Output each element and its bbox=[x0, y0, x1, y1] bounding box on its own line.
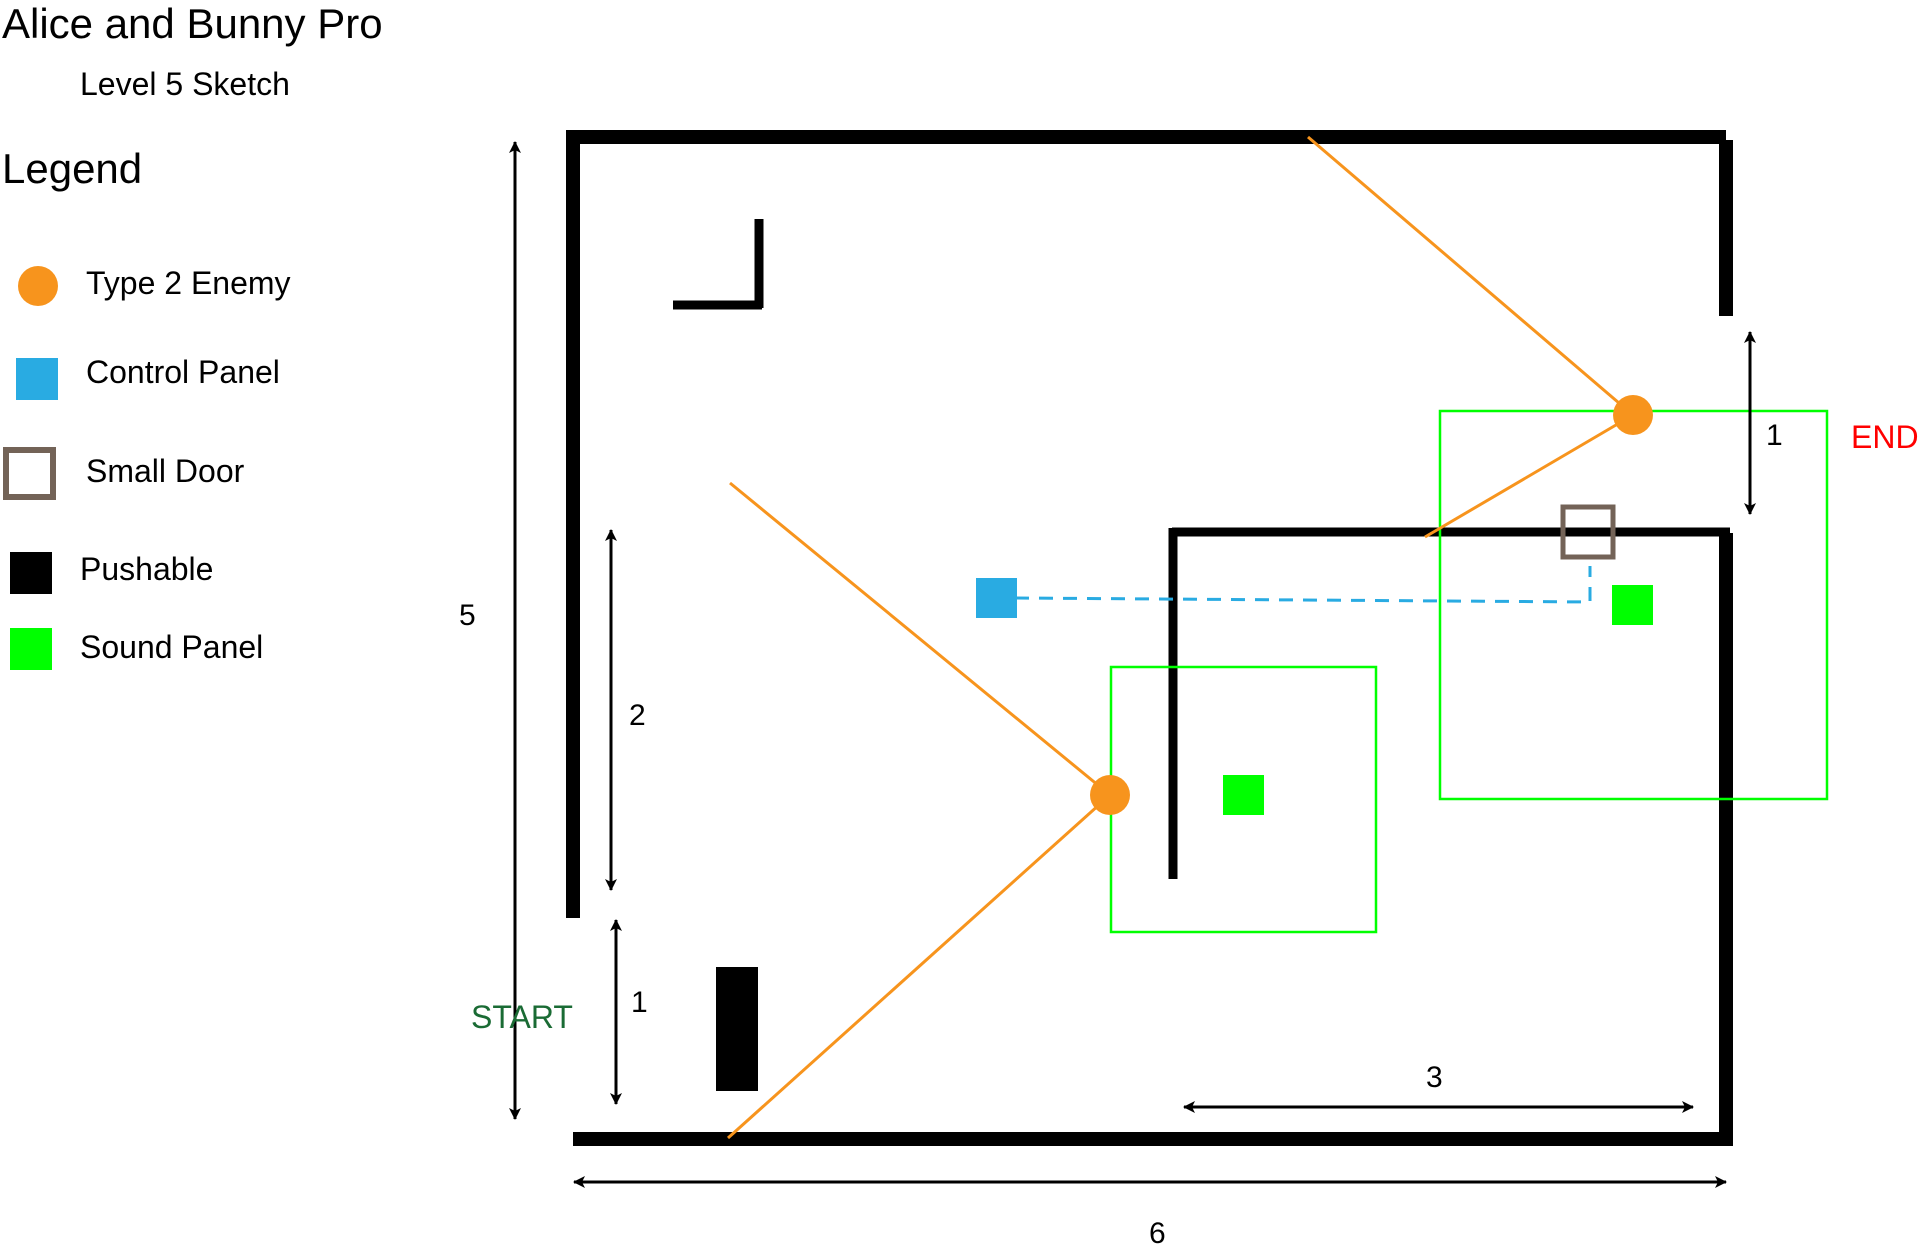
small-door-icon bbox=[3, 447, 56, 500]
end-label: END bbox=[1851, 419, 1919, 455]
legend-label-pushable: Pushable bbox=[80, 551, 214, 587]
walls bbox=[566, 130, 1733, 1146]
page-title: Alice and Bunny Pro bbox=[2, 0, 383, 47]
sight-line bbox=[1424, 413, 1634, 539]
legend-label-control-panel: Control Panel bbox=[86, 354, 280, 390]
enemy-type2 bbox=[1090, 775, 1130, 815]
inner-walls bbox=[673, 219, 1730, 879]
sight-line bbox=[726, 793, 1112, 1140]
legend-label-sound-panel: Sound Panel bbox=[80, 629, 264, 665]
small-door bbox=[1560, 504, 1616, 560]
start-label: START bbox=[471, 999, 573, 1035]
dimension-label-height: 5 bbox=[459, 599, 476, 632]
legend-icons bbox=[3, 266, 58, 670]
page-subtitle: Level 5 Sketch bbox=[80, 66, 290, 102]
enemy-sight-lines bbox=[726, 135, 1634, 1140]
sight-line bbox=[729, 481, 1111, 797]
enemy-type2 bbox=[1613, 395, 1653, 435]
dimension-label-width: 6 bbox=[1149, 1217, 1166, 1250]
dimension-label-gap-lower: 1 bbox=[631, 986, 648, 1019]
dimension-label-bottom-inner: 3 bbox=[1426, 1061, 1443, 1094]
enemy-circle-icon bbox=[18, 266, 58, 306]
dimension-label-right-gap: 1 bbox=[1766, 419, 1783, 452]
sound-panel bbox=[1612, 585, 1653, 625]
control-panel-link bbox=[1014, 566, 1592, 604]
sight-line bbox=[1307, 135, 1634, 417]
dimension-label-gap-upper: 2 bbox=[629, 699, 646, 732]
control-panel-icon bbox=[16, 358, 58, 400]
legend-label-small-door: Small Door bbox=[86, 453, 245, 489]
legend-heading: Legend bbox=[2, 145, 143, 192]
sound-panel-icon bbox=[10, 628, 52, 670]
control-panel bbox=[976, 578, 1017, 618]
pushable-block bbox=[716, 967, 758, 1091]
legend-label-enemy: Type 2 Enemy bbox=[86, 265, 291, 301]
pushable-block-icon bbox=[10, 552, 52, 594]
sound-panel bbox=[1223, 775, 1264, 815]
dimension-arrows bbox=[509, 141, 1756, 1188]
